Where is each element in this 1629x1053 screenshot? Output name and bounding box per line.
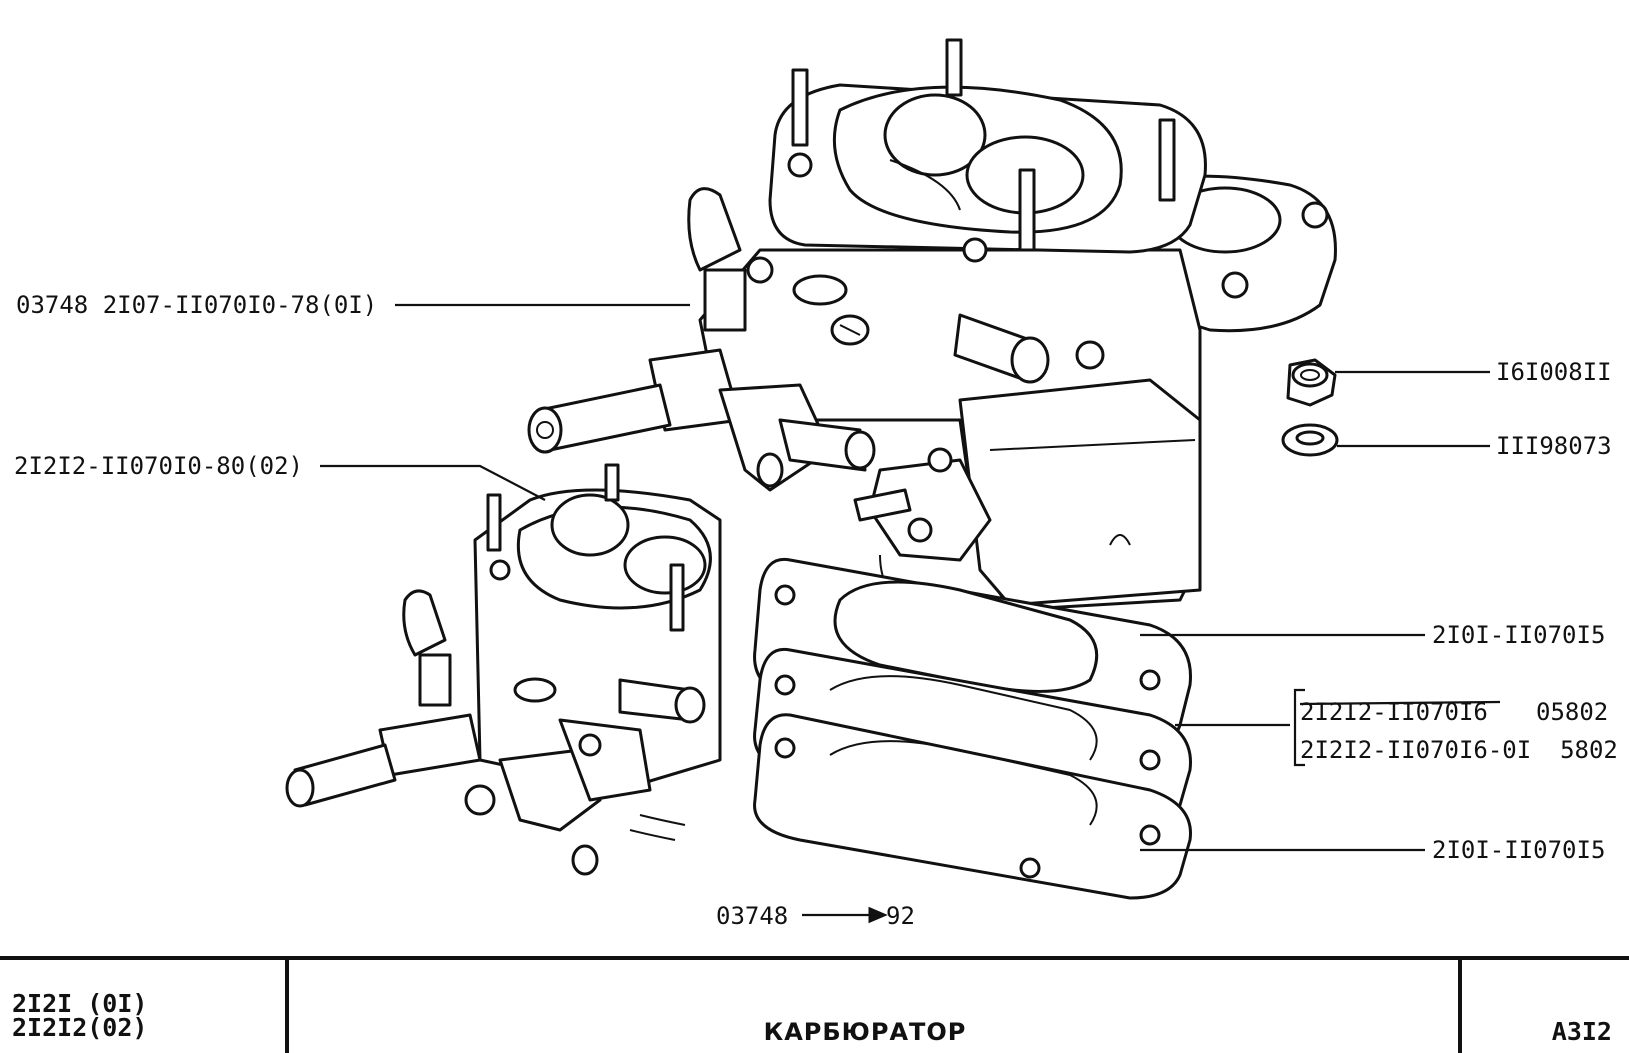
leader-lines	[320, 303, 1501, 924]
gasket-mid-bracket	[1293, 688, 1305, 767]
note-from: 03748	[716, 902, 788, 930]
leader-carb-alt	[320, 464, 546, 501]
gasket-bottom-drawing	[753, 713, 1192, 900]
callout-gasket-bottom: 2I0I-II070I5	[1432, 836, 1605, 864]
sheet-number: А3I2	[1552, 1017, 1612, 1046]
drawing-title: КАРБЮРАТОР	[764, 1018, 967, 1046]
callout-gasket-top: 2I0I-II070I5	[1432, 621, 1605, 649]
carburetor-alt-drawing	[285, 463, 722, 876]
washer-drawing	[1281, 423, 1339, 457]
models-line-2: 2I2I2(02)	[12, 1013, 147, 1042]
callout-gasket-mid-a-code: 2I2I2-II070I6	[1300, 698, 1488, 726]
callout-nut: I6I008II	[1496, 358, 1612, 386]
title-block: 2I2I (0I) 2I2I2(02) КАРБЮРАТОР А3I2	[0, 956, 1629, 1053]
callout-carb-alt: 2I2I2-II070I0-80(02)	[14, 452, 303, 480]
callout-carb-main: 03748 2I07-II070I0-78(0I)	[16, 291, 377, 319]
callout-gasket-mid-a-serial: 05802	[1536, 698, 1608, 726]
note-arrow-head	[868, 906, 888, 924]
strike-through	[1299, 700, 1501, 706]
carburetor-main-drawing	[527, 38, 1337, 615]
callout-washer: III98073	[1496, 432, 1612, 460]
nut-drawing	[1286, 358, 1337, 407]
note-to: 92	[886, 902, 915, 930]
models-line-1: 2I2I (0I)	[12, 989, 147, 1018]
callout-gasket-mid-b: 2I2I2-II070I6-0I 5802	[1300, 736, 1618, 764]
